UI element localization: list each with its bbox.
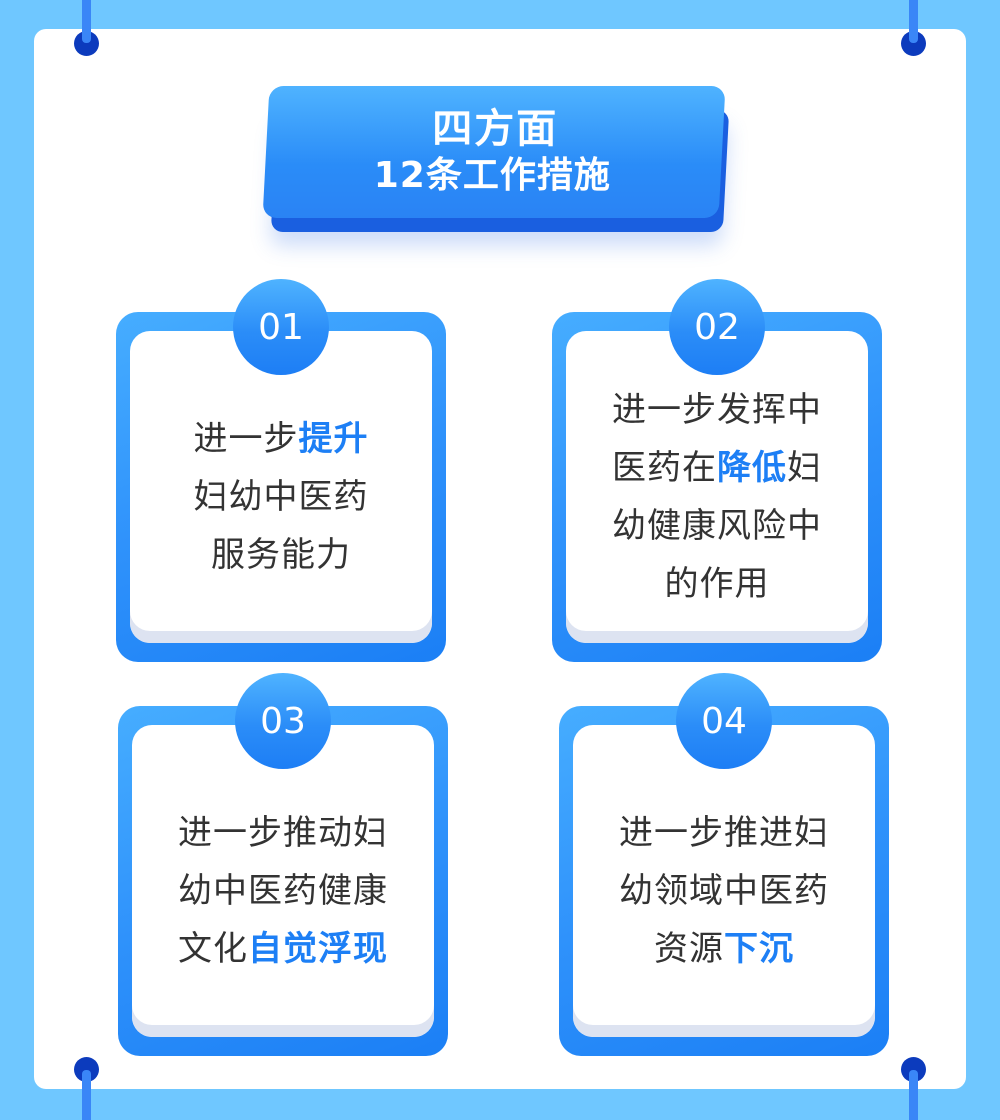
card-text-line: 文化自觉浮现 [178,920,388,978]
card-number-badge: 03 [235,673,331,769]
card-text-line: 幼健康风险中 [612,497,822,555]
card-number-badge: 02 [669,279,765,375]
measure-card-04: 04 进一步推进妇幼领域中医药资源下沉 [559,673,889,1056]
body-text: 幼中医药健康 [178,871,388,911]
card-text: 进一步推动妇幼中医药健康文化自觉浮现 [178,804,388,978]
card-number-badge: 04 [676,673,772,769]
card-text-line: 妇幼中医药 [194,468,369,526]
card-text: 进一步推进妇幼领域中医药资源下沉 [619,804,829,978]
card-text: 进一步发挥中医药在降低妇幼健康风险中的作用 [612,381,822,613]
body-text: 妇 [787,448,822,488]
card-text-line: 幼中医药健康 [178,862,388,920]
card-text-line: 进一步发挥中 [612,381,822,439]
card-body: 进一步提升妇幼中医药服务能力 [130,331,432,643]
banner-subtitle: 12条工作措施 [374,155,612,196]
body-text: 进一步发挥中 [612,390,822,430]
card-text: 进一步提升妇幼中医药服务能力 [194,410,369,584]
title-banner: 四方面 12条工作措施 [262,86,732,246]
highlight-text: 降低 [717,448,787,488]
body-text: 进一步推动妇 [178,813,388,853]
pin-line-top-right [909,0,918,40]
highlight-text: 提升 [298,419,369,459]
card-text-line: 进一步提升 [194,410,369,468]
pin-stub-bottom-right [909,1070,918,1082]
card-text-line: 进一步推进妇 [619,804,829,862]
body-text: 医药在 [612,448,717,488]
card-body: 进一步发挥中医药在降低妇幼健康风险中的作用 [566,331,868,643]
card-body: 进一步推动妇幼中医药健康文化自觉浮现 [132,725,434,1037]
body-text: 妇幼中医药 [193,477,369,517]
card-number-badge: 01 [233,279,329,375]
body-text: 资源 [654,929,724,969]
body-text: 服务能力 [211,535,351,575]
card-text-line: 进一步推动妇 [178,804,388,862]
highlight-text: 自觉浮现 [248,929,388,969]
body-text: 进一步 [193,419,299,459]
card-body: 进一步推进妇幼领域中医药资源下沉 [573,725,875,1037]
card-text-line: 服务能力 [194,526,369,584]
body-text: 幼领域中医药 [619,871,829,911]
measure-card-03: 03 进一步推动妇幼中医药健康文化自觉浮现 [118,673,448,1056]
pin-stub-bottom-left [82,1070,91,1082]
measure-card-01: 01 进一步提升妇幼中医药服务能力 [116,279,446,662]
highlight-text: 下沉 [724,929,794,969]
card-text-line: 幼领域中医药 [619,862,829,920]
pin-line-bottom-right [909,1070,918,1120]
card-text-line: 资源下沉 [619,920,829,978]
body-text: 文化 [178,929,248,969]
measure-card-02: 02 进一步发挥中医药在降低妇幼健康风险中的作用 [552,279,882,662]
pin-stub-top-right [909,31,918,43]
body-text: 的作用 [664,564,770,604]
body-text: 进一步推进妇 [619,813,829,853]
banner-title: 四方面 [432,106,559,152]
pin-line-bottom-left [82,1070,91,1120]
banner-face: 四方面 12条工作措施 [262,86,726,218]
card-text-line: 的作用 [612,555,822,613]
pin-stub-top-left [82,31,91,43]
body-text: 幼健康风险中 [612,506,822,546]
pin-line-top-left [82,0,91,40]
card-text-line: 医药在降低妇 [612,439,822,497]
